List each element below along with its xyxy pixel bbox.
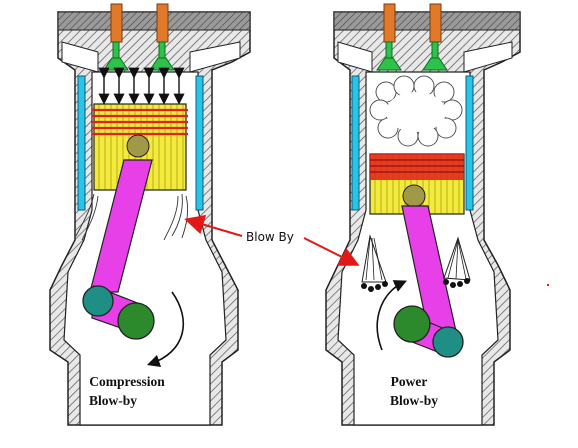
coolant-channel-left-a [77,75,86,211]
cylinder-head-right [333,11,521,31]
stray-mark [547,284,549,286]
combustion-cloud [369,75,463,147]
connecting-rod-left [89,159,153,293]
piston-right [369,153,465,215]
valve-right-1 [376,3,402,71]
blowby-callout: Blow By [184,214,360,266]
callout-label: Blow By [246,230,294,244]
caption-right-line2: Blow-by [390,393,438,408]
coolant-channel-right-a [351,75,360,211]
compression-diagram: Compression Blow-by [49,3,251,426]
crank-pin-left [82,285,114,317]
rotation-arrow-right [376,280,407,351]
crank-main-left [117,302,155,340]
rotation-arrow-left [146,291,185,368]
crank-pin-right [432,326,464,358]
crank-main-right [393,305,431,343]
intake-port-right [337,41,373,73]
valve-right-2 [422,3,448,71]
caption-left-line1: Compression [89,374,165,389]
blowby-puff-right-right [443,236,471,288]
coolant-channel-left-b [195,75,204,211]
caption-right-line1: Power [391,374,428,389]
exhaust-port-right [463,41,513,73]
exhaust-port-left [189,41,241,73]
compression-arrows [98,67,185,105]
blowby-puff-right-left [361,234,388,292]
valve-left-1 [103,3,129,71]
callout-arrow-left [184,214,243,237]
power-diagram: Power Blow-by [325,3,521,426]
caption-left-line2: Blow-by [89,393,137,408]
coolant-channel-right-b [465,75,474,211]
callout-arrow-right [303,237,360,266]
cylinder-head-left [57,11,251,31]
intake-port-left [61,41,99,73]
